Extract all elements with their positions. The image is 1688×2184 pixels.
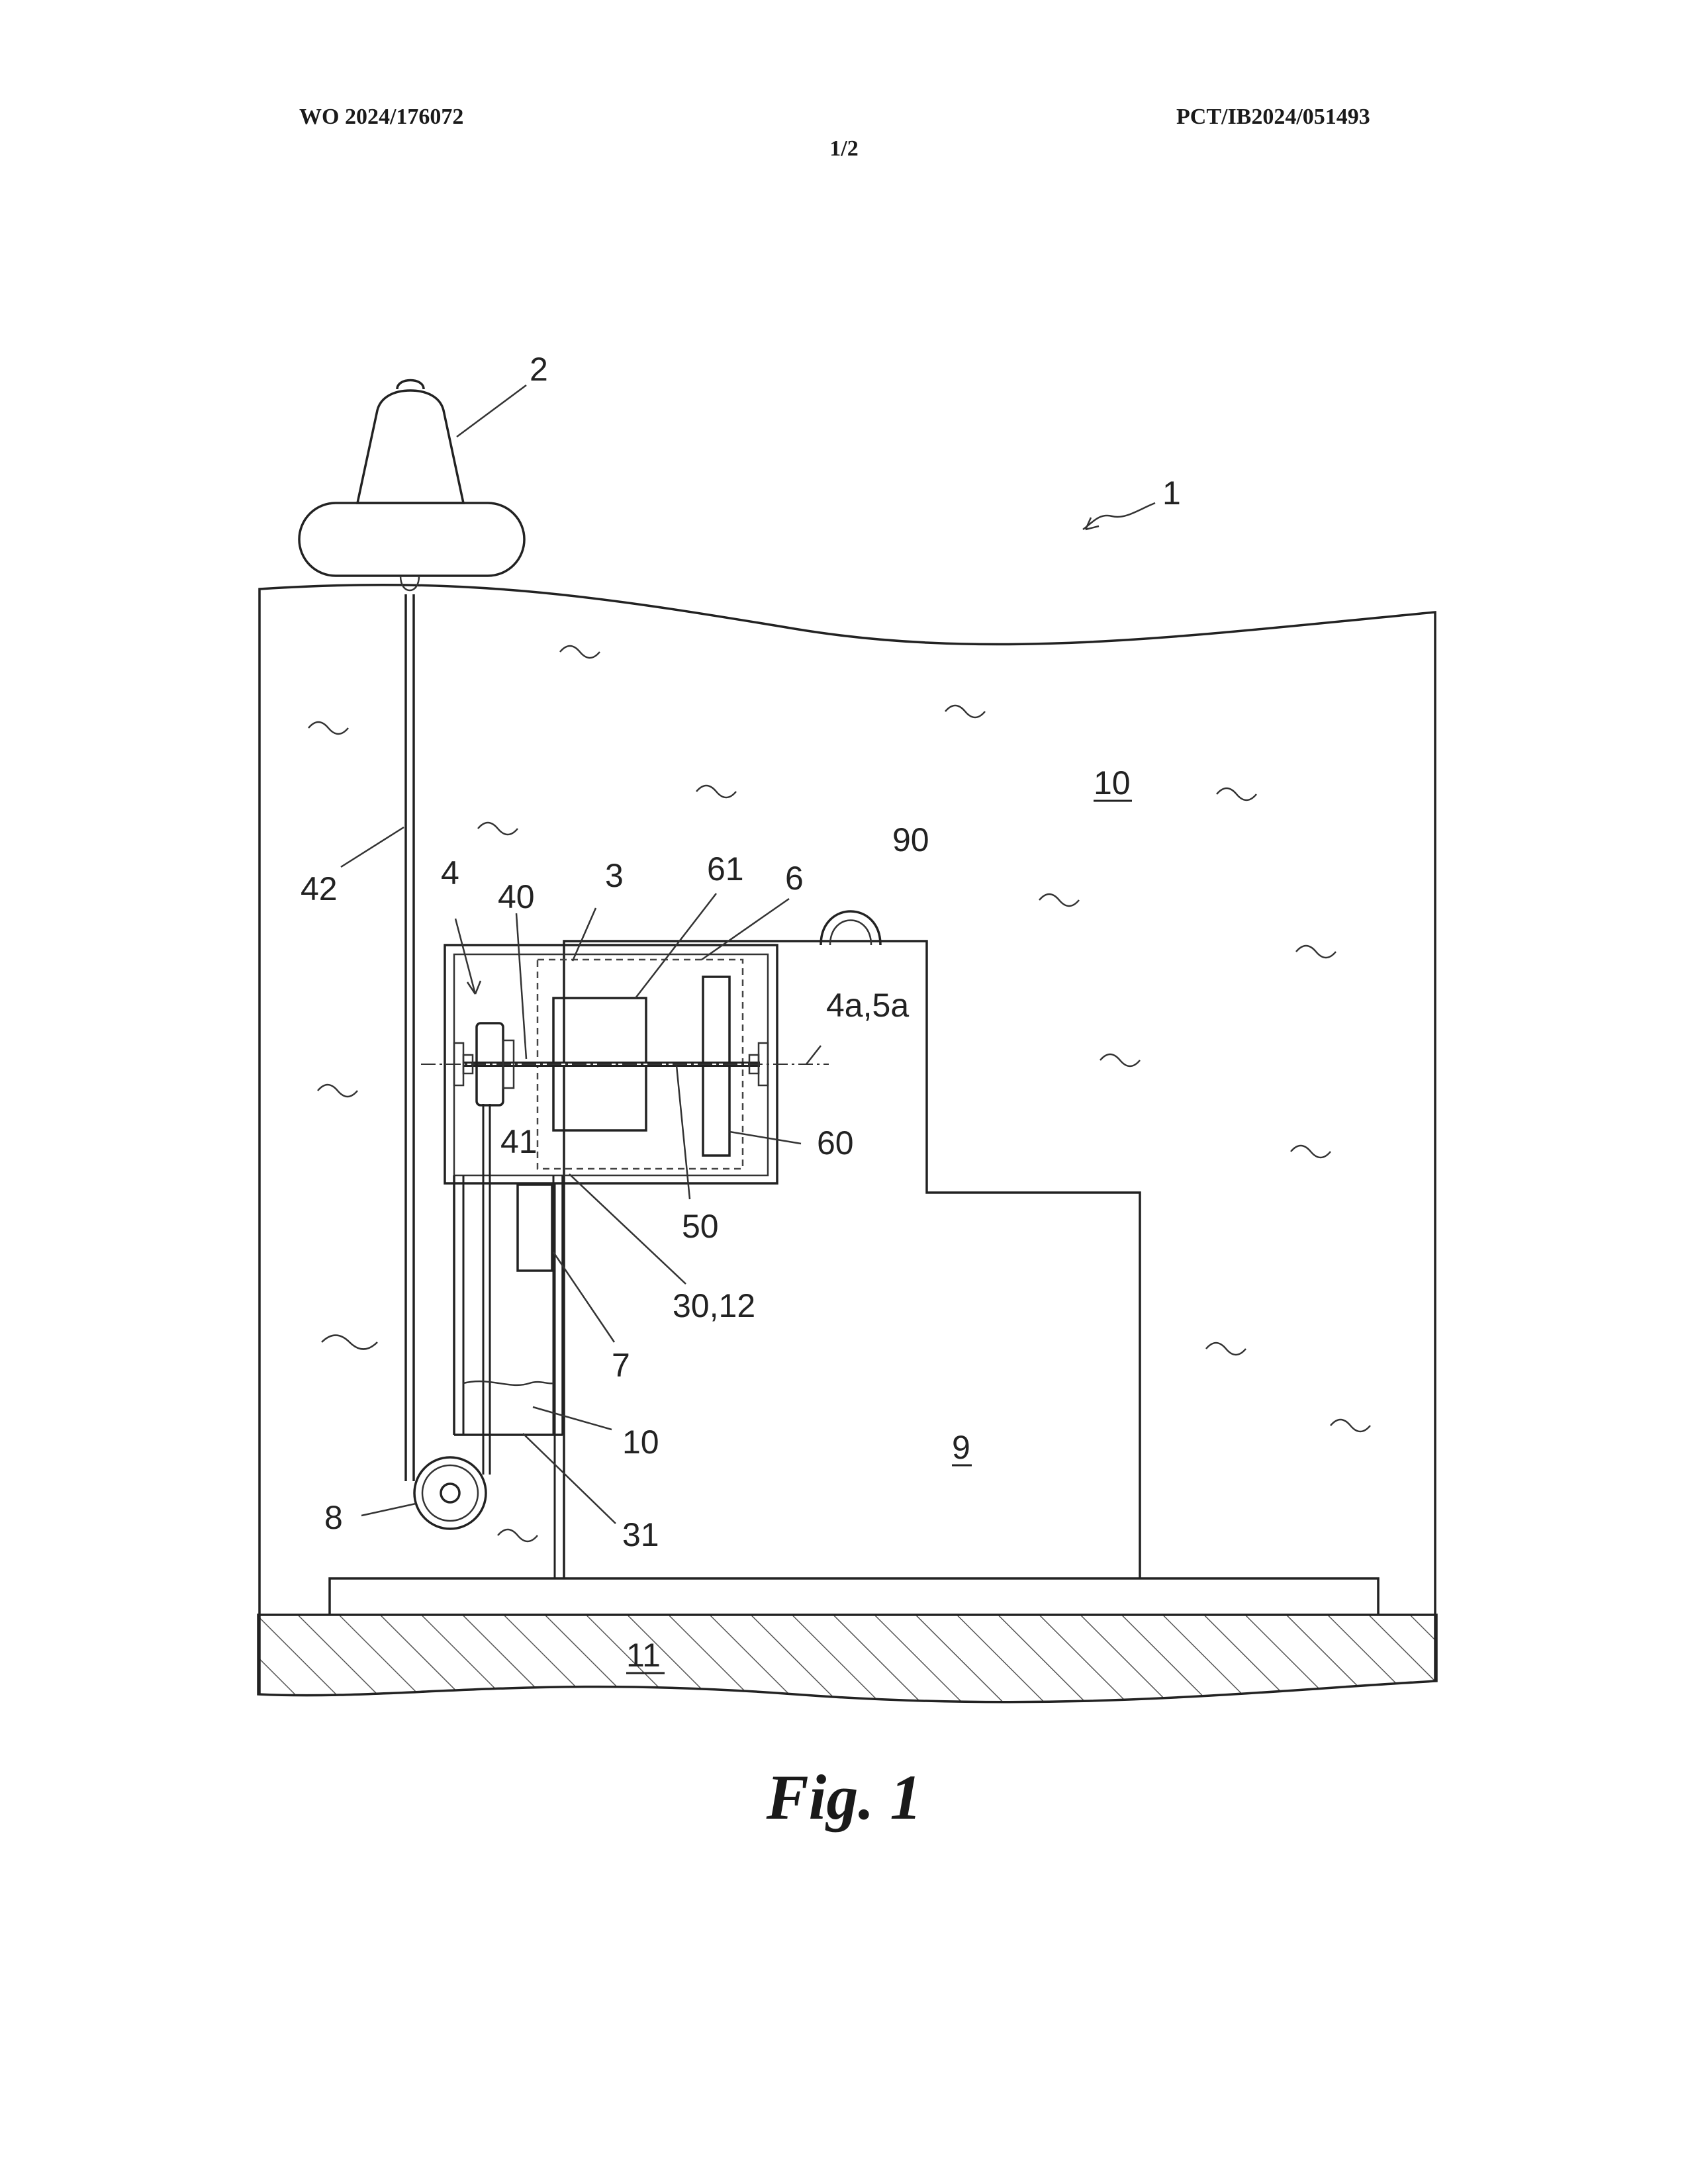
ref-40: 40 [498, 878, 535, 915]
pulley-8 [414, 1457, 486, 1529]
ref-10-water: 10 [1094, 764, 1131, 801]
ref-90: 90 [892, 821, 929, 858]
ref-10-inner: 10 [622, 1424, 659, 1461]
structure-9 [564, 941, 1140, 1578]
ref-42: 42 [301, 870, 338, 907]
ref-30-12: 30,12 [673, 1287, 755, 1324]
figure-caption: Fig. 1 [0, 1760, 1688, 1834]
ref-31: 31 [622, 1516, 659, 1553]
ref-50: 50 [682, 1208, 719, 1245]
ref-7: 7 [612, 1347, 630, 1384]
ref-11: 11 [626, 1637, 661, 1674]
ref-1: 1 [1162, 475, 1181, 512]
ref-61: 61 [707, 850, 744, 887]
water-waves [308, 646, 1370, 1541]
ref-4: 4 [441, 854, 459, 891]
ref-9: 9 [952, 1429, 970, 1466]
base-plate [330, 1578, 1378, 1615]
inner-water-level [463, 1381, 553, 1385]
controller-7 [518, 1185, 552, 1271]
ref-6: 6 [785, 860, 804, 897]
ref-8: 8 [324, 1499, 343, 1536]
seabed [258, 1615, 1436, 1702]
ref-3: 3 [605, 857, 624, 894]
ref-2: 2 [530, 351, 548, 388]
ref-41: 41 [500, 1123, 538, 1160]
ref-4a-5a: 4a,5a [826, 987, 909, 1024]
ref-60: 60 [817, 1124, 854, 1161]
